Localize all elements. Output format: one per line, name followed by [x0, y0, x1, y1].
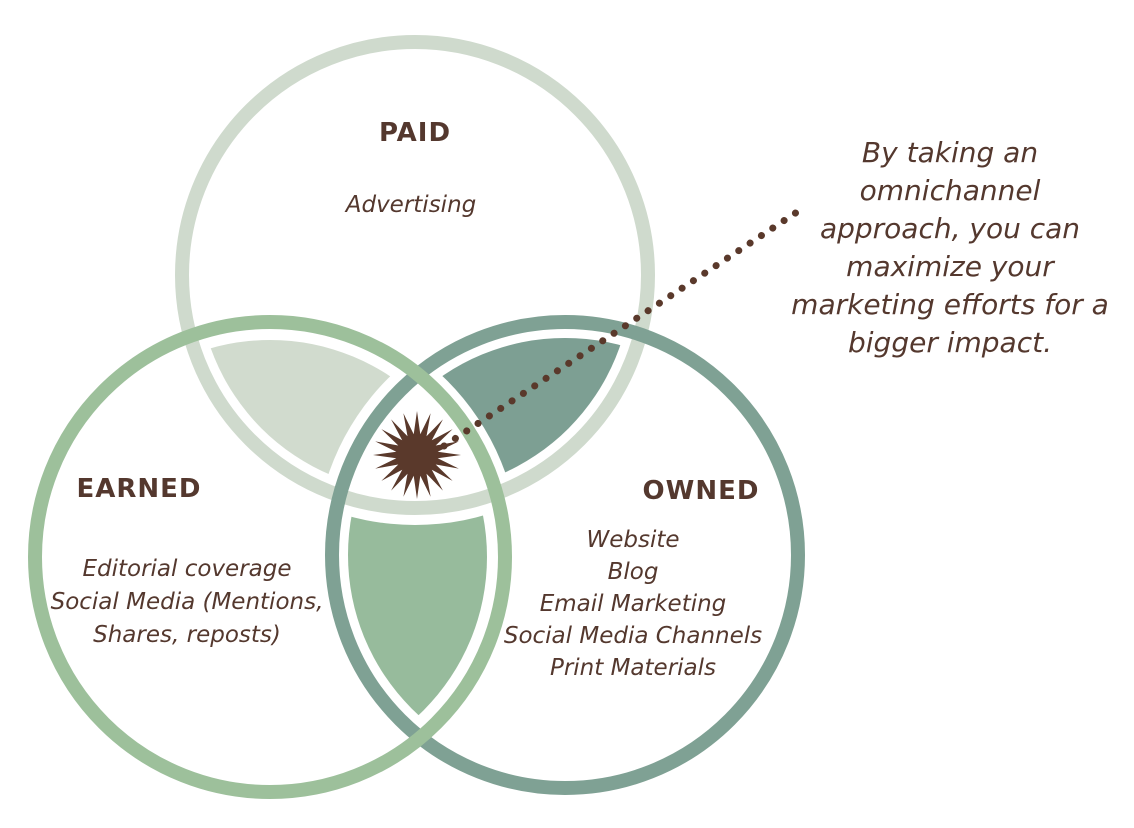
annotation-line: bigger impact. [847, 326, 1052, 359]
earned-circle [28, 315, 512, 799]
owned-label: OWNED [642, 476, 760, 506]
list-item: Shares, reposts) [93, 622, 281, 648]
earned-owned-overlap [348, 338, 782, 772]
list-item: Social Media (Mentions, [50, 589, 324, 615]
list-item: Blog [607, 559, 659, 585]
annotation-line: marketing efforts for a [791, 288, 1109, 321]
list-item: Social Media Channels [503, 623, 763, 649]
earned-item-list: Editorial coverage Social Media (Mention… [51, 553, 324, 652]
list-item: Email Marketing [539, 591, 727, 617]
paid-item-list: Advertising [346, 192, 477, 218]
paid-circle [175, 35, 655, 515]
annotation-line: By taking an [861, 136, 1039, 169]
annotation-line: approach, you can [819, 212, 1081, 245]
paid-label: PAID [378, 118, 452, 148]
list-item: Print Materials [549, 655, 717, 681]
owned-circle [325, 315, 805, 795]
list-item: Advertising [345, 192, 477, 218]
dotted-line [440, 208, 801, 450]
earned-label: EARNED [76, 474, 202, 504]
annotation-line: omnichannel [859, 174, 1041, 207]
annotation-line: maximize your [846, 250, 1054, 283]
starburst-icon [373, 411, 461, 499]
annotation-text: By taking an omnichannel approach, you c… [791, 134, 1109, 362]
owned-item-list: Website Blog Email Marketing Social Medi… [504, 524, 762, 684]
list-item: Website [586, 527, 680, 553]
list-item: Editorial coverage [82, 556, 292, 582]
